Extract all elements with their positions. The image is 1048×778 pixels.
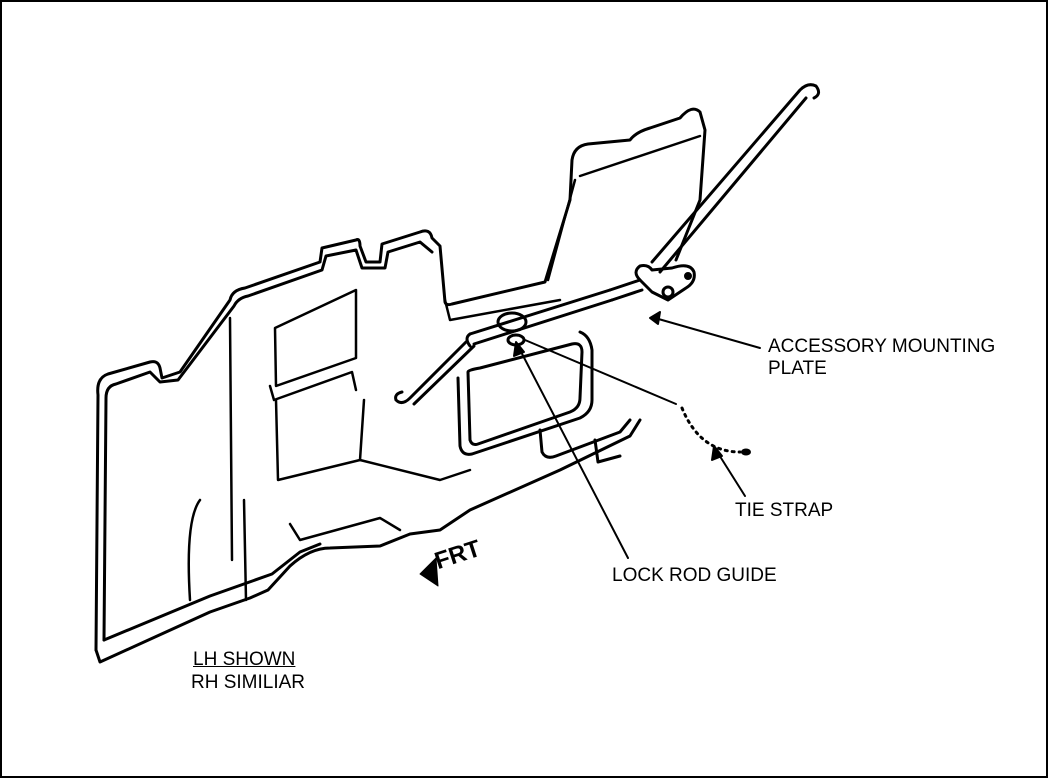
door-inner-panel (94, 107, 707, 664)
label-lock-rod-guide: LOCK ROD GUIDE (612, 565, 777, 586)
label-lh-shown: LH SHOWN (193, 649, 296, 670)
leader-accessory-mounting-plate (654, 317, 761, 349)
lock-rod-clip (496, 311, 528, 333)
label-rh-similiar: RH SIMILIAR (191, 672, 306, 693)
access-opening (456, 330, 632, 464)
label-accessory-mounting-plate-line2: PLATE (768, 358, 827, 379)
panel-recesses (187, 134, 702, 602)
lock-rod (394, 278, 644, 406)
leader-lines (513, 311, 761, 559)
leader-tie-strap (715, 449, 746, 497)
front-direction-arrow-icon (419, 557, 439, 587)
leader-lock-rod-guide-top (524, 339, 677, 405)
label-accessory-mounting-plate-line1: ACCESSORY MOUNTING (768, 336, 996, 357)
label-tie-strap: TIE STRAP (735, 500, 834, 521)
leader-lock-rod-guide (517, 345, 629, 559)
tie-strap (680, 406, 751, 456)
upper-linkage-rod (634, 83, 821, 302)
